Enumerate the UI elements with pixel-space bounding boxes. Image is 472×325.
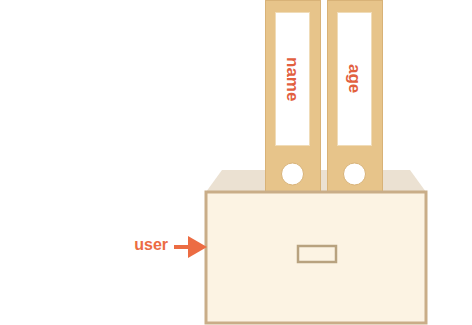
drawer-handle	[298, 246, 336, 262]
binder-label: name	[284, 57, 301, 101]
variable-name: user	[110, 236, 168, 254]
pointer-arrow-head	[188, 236, 207, 258]
binder: name	[265, 0, 321, 194]
binder-ring-layer	[266, 1, 319, 195]
binder-label: age	[346, 64, 363, 93]
cabinet-front	[206, 192, 426, 323]
binder-label-panel: name	[275, 12, 310, 146]
binder-label-panel: age	[337, 12, 372, 146]
binder-ring-layer	[328, 1, 381, 195]
binder-ring-hole	[282, 163, 304, 185]
binder: age	[327, 0, 383, 194]
binder-ring-hole	[344, 163, 366, 185]
